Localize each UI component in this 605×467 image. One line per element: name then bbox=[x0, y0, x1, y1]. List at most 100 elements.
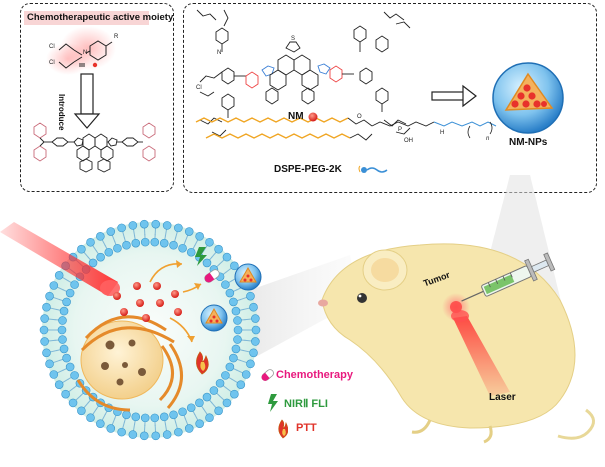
lipid-head bbox=[45, 359, 54, 369]
lipid-head bbox=[236, 380, 246, 389]
lipid-head bbox=[54, 271, 64, 280]
lipid-tail bbox=[242, 307, 250, 311]
lipid-head bbox=[202, 258, 212, 268]
lipid-tail bbox=[87, 399, 91, 404]
lipid-head bbox=[96, 232, 105, 241]
lipid-tail bbox=[237, 358, 242, 362]
lipid-tail bbox=[57, 286, 64, 291]
lipid-head bbox=[162, 221, 172, 230]
moiety-cl-top-label: Cl bbox=[49, 44, 55, 50]
lipid-tail bbox=[174, 421, 178, 429]
lipid-head bbox=[251, 337, 260, 346]
lipid-tail bbox=[239, 359, 247, 364]
lipid-tail bbox=[73, 385, 78, 389]
lipid-head bbox=[230, 389, 239, 399]
lipid-tail bbox=[111, 418, 116, 425]
lipid-head bbox=[70, 371, 79, 380]
lipid-tail bbox=[184, 418, 189, 425]
moiety-title: Chemotherapeutic active moiety bbox=[27, 12, 174, 23]
lipid-tail bbox=[58, 358, 63, 362]
lipid-tail bbox=[104, 411, 108, 416]
dspe-peg-lipid bbox=[195, 117, 497, 141]
legend-chemotherapy-label: Chemotherapy bbox=[276, 369, 354, 381]
lipid-tail bbox=[53, 296, 61, 301]
lipid-head bbox=[214, 406, 223, 416]
lipid-tail bbox=[218, 394, 225, 401]
laser-beam-cell bbox=[0, 222, 120, 296]
lipid-tail bbox=[228, 280, 233, 283]
lipid-head bbox=[122, 410, 131, 420]
nm-label: NM bbox=[288, 111, 304, 122]
nm-nps-label: NM-NPs bbox=[509, 137, 548, 148]
lipid-head bbox=[117, 427, 126, 437]
lipid-tail bbox=[209, 256, 213, 261]
lipid-tail bbox=[67, 280, 72, 283]
lipid-tail bbox=[192, 411, 196, 416]
lipid-head bbox=[150, 413, 160, 423]
lipid-head bbox=[128, 221, 138, 230]
lipid-head bbox=[104, 247, 114, 257]
drug-dots bbox=[113, 282, 182, 322]
cell-nanoparticle-1 bbox=[234, 263, 262, 291]
formation-arrow bbox=[431, 84, 477, 108]
lipid-tail bbox=[68, 387, 75, 393]
lipid-tail bbox=[122, 421, 126, 429]
lipid-head bbox=[122, 240, 131, 250]
effect-arrows bbox=[149, 260, 202, 343]
lipid-tail bbox=[164, 423, 167, 431]
capsule-icon bbox=[204, 269, 220, 283]
lipid-head bbox=[139, 219, 149, 229]
lipid-head bbox=[151, 219, 161, 229]
legend-nir-label: NIRⅡ FLI bbox=[284, 398, 328, 410]
moiety-cl-bottom-label: Cl bbox=[49, 60, 55, 66]
lipid-tail bbox=[164, 420, 167, 425]
lipid-tail bbox=[183, 240, 186, 245]
lipid-head bbox=[65, 362, 75, 372]
lipid-head bbox=[58, 335, 67, 344]
lipid-tail bbox=[83, 402, 89, 409]
lipid-tail bbox=[242, 349, 250, 353]
lipid-tail bbox=[192, 244, 196, 249]
lipid-head bbox=[229, 297, 238, 307]
lipid-head bbox=[159, 238, 169, 248]
lipid-head bbox=[214, 244, 223, 254]
lipid-tail bbox=[194, 239, 199, 247]
lipid-head bbox=[205, 413, 214, 423]
lipid-tail bbox=[123, 418, 126, 423]
lipid-tail bbox=[92, 245, 98, 252]
lipid-head bbox=[233, 335, 242, 344]
lipid-head bbox=[59, 344, 69, 354]
atom-cl-label: Cl bbox=[196, 85, 202, 91]
lipid-head bbox=[195, 419, 204, 428]
lipid-tail bbox=[133, 235, 136, 240]
lipid-head bbox=[159, 412, 169, 422]
lipid-head bbox=[222, 398, 232, 408]
lipid-tail bbox=[62, 276, 69, 282]
lipid-head bbox=[42, 348, 51, 358]
lipid-head bbox=[249, 348, 258, 358]
lipid-head bbox=[209, 386, 219, 395]
lipid-tail bbox=[104, 244, 108, 249]
lipid-tail bbox=[53, 359, 61, 364]
lipid-head bbox=[249, 302, 258, 312]
lipid-tail bbox=[216, 263, 221, 268]
lipid-head bbox=[54, 380, 64, 389]
mouse-illustration bbox=[318, 243, 595, 444]
lipid-head bbox=[49, 281, 59, 290]
lipid-head bbox=[86, 413, 95, 423]
lipid-head bbox=[229, 353, 238, 363]
lipid-head bbox=[131, 238, 141, 248]
lipid-head bbox=[178, 407, 187, 417]
lipid-head bbox=[202, 392, 212, 402]
lipid-tail bbox=[62, 289, 67, 292]
lipid-head bbox=[150, 237, 160, 247]
legend-ptt-label: PTT bbox=[296, 422, 317, 434]
lipid-head bbox=[251, 325, 261, 335]
lipid-head bbox=[88, 258, 98, 268]
introduce-label: Introduce bbox=[57, 94, 66, 131]
introduced-molecule-structure bbox=[33, 122, 156, 173]
lipid-head bbox=[70, 280, 79, 289]
lipid-head bbox=[162, 430, 172, 439]
lipid-tail bbox=[236, 369, 243, 374]
